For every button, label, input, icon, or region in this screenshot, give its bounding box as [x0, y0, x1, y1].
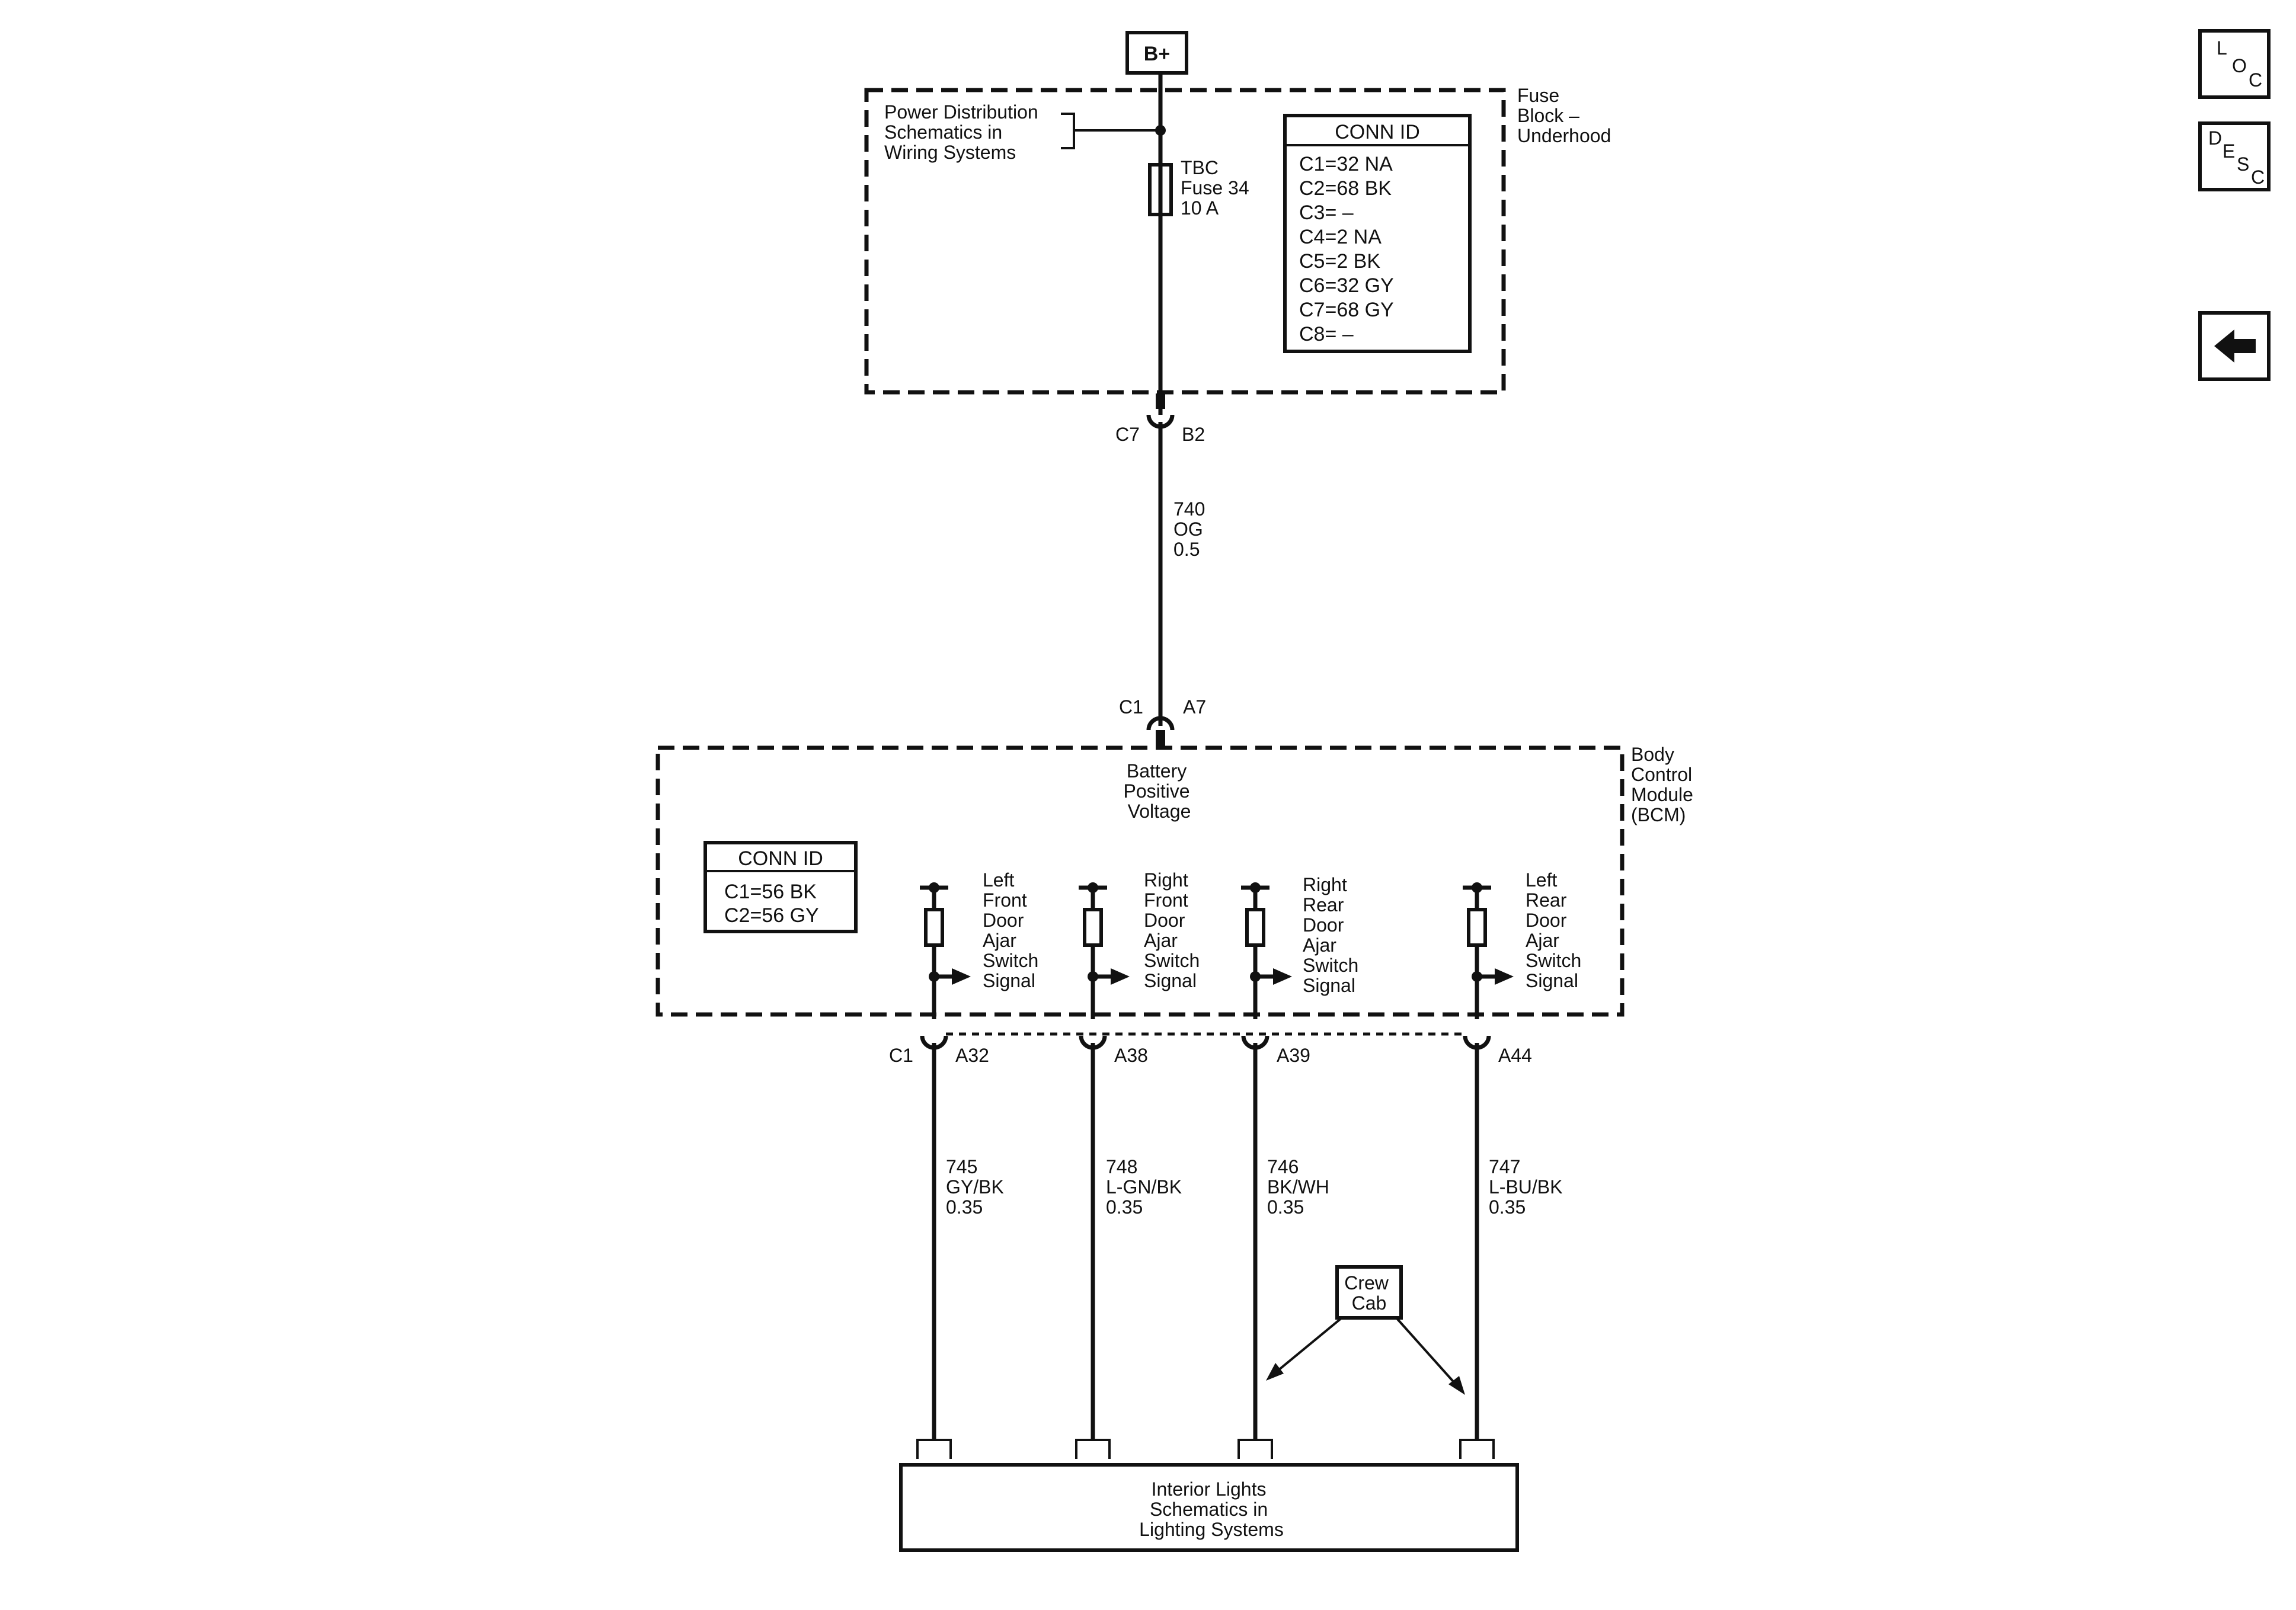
power-distribution-reference: Power Distribution Schematics in Wiring …	[884, 101, 1044, 163]
loc-button-text: L O C	[2217, 37, 2262, 91]
output-wires: 745 GY/BK 0.35 748 L-GN/BK 0.35 746 BK/W…	[932, 1043, 1568, 1440]
bcm-output-connector-label: C1	[889, 1045, 913, 1066]
battery-positive-source: B+	[1125, 31, 1188, 75]
pullup-resistor	[1083, 908, 1103, 947]
crew-cab-option-note: Crew Cab	[1266, 1265, 1465, 1395]
pullup-resistor	[1467, 908, 1487, 947]
wire-746-label: 746 BK/WH 0.35	[1267, 1156, 1335, 1218]
signal-arrow-icon	[1273, 968, 1292, 985]
bcm-conn-id-rows: C1=56 BK C2=56 GY	[724, 881, 822, 927]
signal-arrow-icon	[952, 968, 971, 985]
pullup-resistor	[924, 908, 944, 947]
bcm-input-right-rear-door: Right Rear Door Ajar Switch Signal	[1241, 874, 1364, 1019]
left-arrow-icon	[2214, 329, 2256, 363]
loc-button[interactable]: L O C	[2198, 29, 2271, 99]
pin-a44: A44	[1498, 1045, 1532, 1066]
bcm-title: Body Control Module (BCM)	[1631, 744, 1699, 825]
right-front-door-label: Right Front Door Ajar Switch Signal	[1144, 869, 1205, 991]
pin-a38: A38	[1114, 1045, 1148, 1066]
back-button[interactable]	[2198, 311, 2271, 381]
right-rear-door-label: Right Rear Door Ajar Switch Signal	[1303, 874, 1364, 996]
conn-id-header: CONN ID	[1335, 121, 1420, 143]
battery-positive-label: B+	[1144, 43, 1170, 65]
reference-bracket	[1061, 113, 1075, 149]
wire-745-label: 745 GY/BK 0.35	[946, 1156, 1009, 1218]
bcm-input-connector: C1	[1119, 696, 1143, 718]
interior-lights-reference-text: Interior Lights Schematics in Lighting S…	[1139, 1478, 1284, 1540]
wire-748-label: 748 L-GN/BK 0.35	[1106, 1156, 1187, 1218]
bcm-input-right-front-door: Right Front Door Ajar Switch Signal	[1079, 869, 1205, 1019]
bcm-input-pin: A7	[1183, 696, 1206, 718]
pullup-resistor	[1245, 908, 1265, 947]
destination-terminals	[916, 1439, 1495, 1459]
bcm-conn-id-table: CONN ID C1=56 BK C2=56 GY	[703, 841, 858, 933]
fuse-output-connector: C7	[1115, 424, 1140, 445]
interior-lights-reference-box: Interior Lights Schematics in Lighting S…	[899, 1463, 1519, 1552]
signal-arrow-icon	[1111, 968, 1130, 985]
pin-a32: A32	[955, 1045, 989, 1066]
signal-arrow-icon	[1495, 968, 1514, 985]
bcm-conn-id-header: CONN ID	[738, 847, 823, 870]
left-rear-door-label: Left Rear Door Ajar Switch Signal	[1526, 869, 1587, 991]
left-front-door-label: Left Front Door Ajar Switch Signal	[983, 869, 1044, 991]
bcm-output-connector: C1 A32 A38 A39 A44	[889, 1032, 1532, 1066]
fuse-output-pin: B2	[1182, 424, 1205, 445]
wire-740-label: 740 OG 0.5	[1173, 498, 1210, 560]
desc-button[interactable]: D E S C	[2198, 121, 2271, 191]
battery-positive-voltage-label: Battery Positive Voltage	[1124, 760, 1195, 822]
pin-a39: A39	[1277, 1045, 1310, 1066]
connector-c1-a7: C1 A7	[1119, 696, 1206, 748]
fuse-block-underhood: Fuse Block – Underhood Power Distributio…	[864, 73, 1611, 415]
body-control-module: Body Control Module (BCM) Battery Positi…	[655, 744, 1699, 1019]
conn-id-rows: C1=32 NA C2=68 BK C3= – C4=2 NA C5=2 BK …	[1299, 153, 1399, 345]
fuse-block-title: Fuse Block – Underhood	[1517, 85, 1611, 146]
fuse-block-conn-id-table: CONN ID C1=32 NA C2=68 BK C3= – C4=2 NA …	[1283, 114, 1472, 353]
wire-747-label: 747 L-BU/BK 0.35	[1489, 1156, 1568, 1218]
option-arrow-icon	[1266, 1363, 1284, 1381]
bcm-input-left-front-door: Left Front Door Ajar Switch Signal	[920, 869, 1044, 1019]
bcm-input-left-rear-door: Left Rear Door Ajar Switch Signal	[1463, 869, 1587, 1019]
fuse-label: TBC Fuse 34 10 A	[1181, 157, 1255, 219]
svg-text:Crew Cab: Crew Cab	[1344, 1272, 1394, 1314]
option-arrow-icon	[1448, 1376, 1465, 1395]
desc-button-text: D E S C	[2208, 127, 2265, 188]
